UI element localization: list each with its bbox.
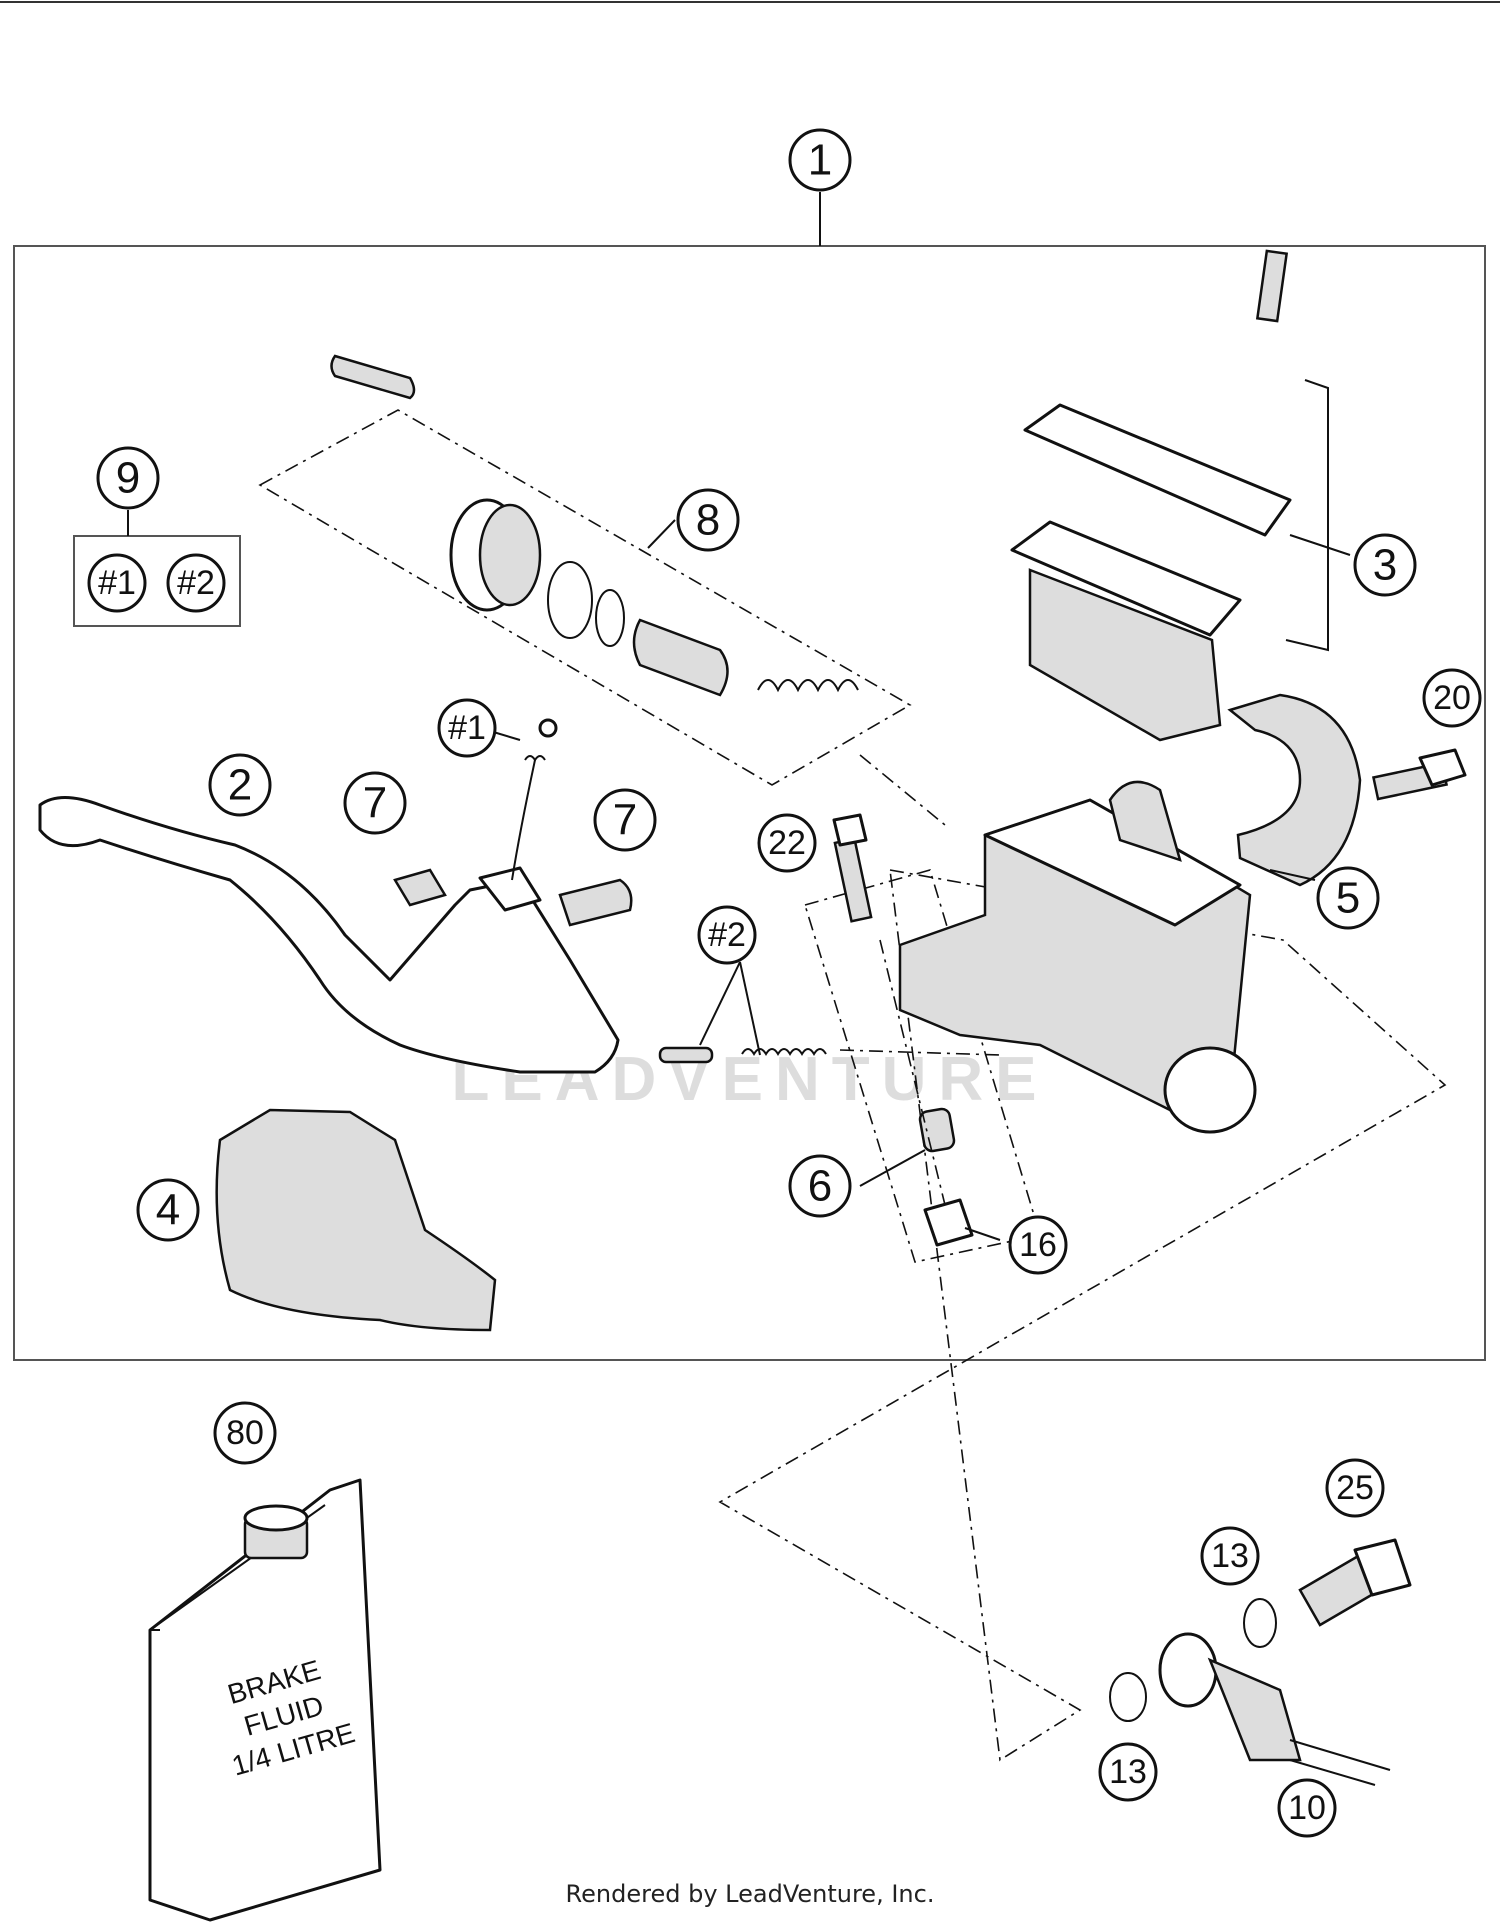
callout-20: 20: [1422, 668, 1482, 728]
callout-6: 6: [788, 1154, 852, 1218]
svg-text:25: 25: [1336, 1469, 1374, 1507]
callout-4: 4: [136, 1178, 200, 1242]
callout-kit-1: #1: [87, 553, 147, 613]
svg-text:80: 80: [226, 1414, 264, 1452]
svg-text:10: 10: [1288, 1789, 1326, 1827]
callout-16: 16: [1008, 1215, 1068, 1275]
callout-2: 2: [208, 753, 272, 817]
piston-kit: [330, 354, 859, 697]
svg-text:6: 6: [808, 1162, 832, 1211]
cap-group-bracket: [1285, 379, 1329, 652]
svg-text:#2: #2: [177, 564, 215, 602]
svg-text:2: 2: [228, 761, 252, 810]
svg-text:7: 7: [613, 796, 637, 845]
hose-group-outline: [718, 869, 1447, 1762]
master-cylinder-body: [898, 780, 1257, 1134]
reservoir-cap: [1010, 249, 1292, 742]
svg-text:4: 4: [156, 1186, 180, 1235]
piston-kit-group-outline: [258, 409, 912, 786]
callout-7-right: 7: [593, 788, 657, 852]
pivot-bolt-set: [832, 813, 974, 1247]
brake-lever: [38, 796, 620, 1074]
svg-text:1: 1: [808, 136, 832, 185]
brake-fluid-container: BRAKE FLUID 1/4 LITRE: [148, 1478, 382, 1922]
svg-text:13: 13: [1109, 1753, 1147, 1791]
svg-text:22: 22: [768, 824, 806, 862]
svg-text:#2: #2: [708, 916, 746, 954]
callout-1: 1: [788, 128, 852, 192]
callout-13-bottom: 13: [1098, 1742, 1158, 1802]
callout-8: 8: [676, 488, 740, 552]
callout-80: 80: [213, 1401, 277, 1465]
handlebar-clamp: [1227, 693, 1362, 887]
callout-25: 25: [1325, 1458, 1385, 1518]
svg-text:#1: #1: [448, 709, 486, 747]
svg-text:20: 20: [1433, 679, 1471, 717]
callout-13-top: 13: [1200, 1526, 1260, 1586]
svg-text:3: 3: [1373, 541, 1397, 590]
piston-leader: [859, 754, 946, 826]
svg-text:9: 9: [116, 454, 140, 503]
callout-10: 10: [1277, 1778, 1337, 1838]
svg-text:16: 16: [1019, 1226, 1057, 1264]
hose-fittings: [1109, 1538, 1412, 1786]
callout-9: 9: [96, 446, 160, 510]
svg-text:13: 13: [1211, 1537, 1249, 1575]
svg-text:7: 7: [363, 779, 387, 828]
clamp-bolt: [1371, 748, 1467, 801]
callout-7-left: 7: [343, 771, 407, 835]
callout-22: 22: [757, 813, 817, 873]
callout-ball-1: #1: [437, 698, 497, 758]
assembly-frame: [13, 245, 1486, 1361]
svg-text:#1: #1: [98, 564, 136, 602]
callout-3: 3: [1353, 533, 1417, 597]
lever-guard: [215, 1108, 497, 1332]
callout-spring-2: #2: [697, 905, 757, 965]
bolt-group-outline: [803, 869, 1042, 1263]
callout-5: 5: [1316, 866, 1380, 930]
svg-text:8: 8: [696, 496, 720, 545]
callout-kit-2: #2: [166, 553, 226, 613]
svg-text:5: 5: [1336, 874, 1360, 923]
lever-pivot-parts: [393, 759, 633, 927]
pin-and-spring: [524, 718, 1001, 1064]
footer-credit: Rendered by LeadVenture, Inc.: [565, 1880, 935, 1908]
kit-items-frame: [73, 535, 241, 627]
